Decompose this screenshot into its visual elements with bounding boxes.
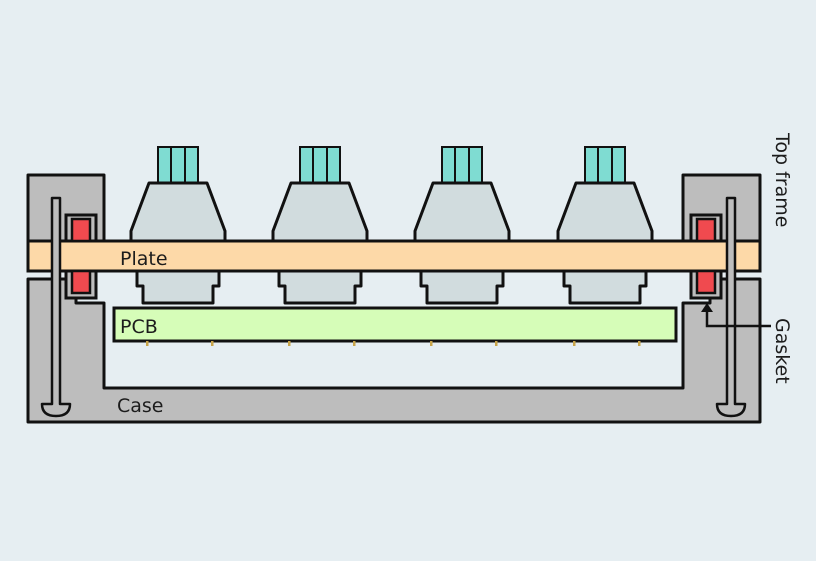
switch-stem bbox=[441, 146, 483, 184]
screw-left bbox=[40, 196, 72, 418]
switch-stem bbox=[299, 146, 341, 184]
switch-top-housing bbox=[556, 181, 654, 243]
switch-3 bbox=[413, 146, 511, 305]
pcb bbox=[112, 306, 678, 343]
gasket-bottom-left bbox=[70, 269, 92, 295]
switch-bottom-housing bbox=[562, 269, 648, 305]
switch-4 bbox=[556, 146, 654, 305]
switch-top-housing bbox=[413, 181, 511, 243]
solder-pin bbox=[573, 341, 576, 346]
gasket-bottom-right bbox=[695, 269, 717, 295]
switch-bottom-housing bbox=[419, 269, 505, 305]
pcb-label: PCB bbox=[120, 316, 158, 338]
plate-label: Plate bbox=[120, 248, 168, 270]
gasket-pointer-arrowhead bbox=[701, 303, 713, 312]
switches bbox=[129, 146, 654, 305]
gasket-top-right bbox=[695, 217, 717, 243]
switch-2 bbox=[271, 146, 369, 305]
solder-pin bbox=[353, 341, 356, 346]
switch-stem bbox=[157, 146, 199, 184]
solder-pin bbox=[430, 341, 433, 346]
switch-bottom-housing bbox=[135, 269, 221, 305]
case bbox=[26, 277, 762, 424]
solder-pin bbox=[146, 341, 149, 346]
gasket-top-left bbox=[70, 217, 92, 243]
plate bbox=[26, 239, 762, 273]
switch-top-housing bbox=[271, 181, 369, 243]
switch-top-housing bbox=[129, 181, 227, 243]
switch-bottom-housing bbox=[277, 269, 363, 305]
solder-pin bbox=[638, 341, 641, 346]
switch-stem bbox=[584, 146, 626, 184]
top-frame-label: Top frame bbox=[771, 132, 793, 227]
gasket-label: Gasket bbox=[771, 318, 793, 384]
solder-pin bbox=[288, 341, 291, 346]
screw-right bbox=[715, 196, 747, 418]
solder-pins bbox=[146, 341, 641, 346]
gasket-pointer-arrow bbox=[705, 308, 771, 328]
solder-pin bbox=[495, 341, 498, 346]
solder-pin bbox=[211, 341, 214, 346]
switch-1 bbox=[129, 146, 227, 305]
case-label: Case bbox=[117, 395, 164, 417]
